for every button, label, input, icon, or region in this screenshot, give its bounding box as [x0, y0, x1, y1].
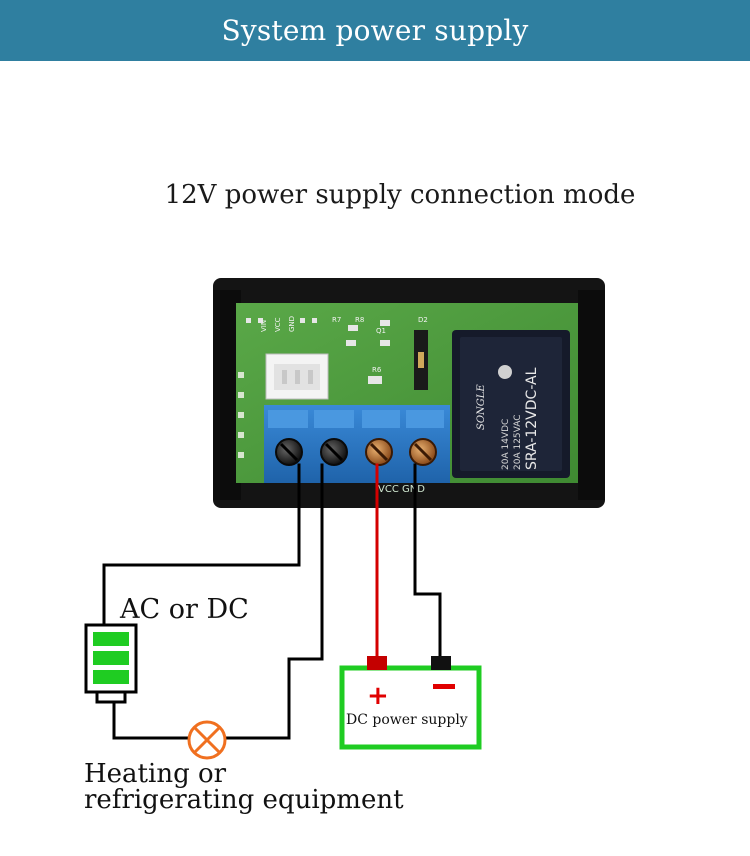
pcb-components — [246, 318, 390, 384]
wires — [102, 463, 442, 740]
component-label-r8: R8 — [355, 316, 364, 324]
plus-sign: + — [367, 681, 389, 711]
ac-dc-source-icon — [84, 623, 138, 704]
jumper-cap — [418, 352, 424, 368]
terminal-block-right — [358, 405, 450, 483]
minus-sign — [433, 684, 455, 689]
pin-label-vin: VIN — [260, 320, 268, 332]
relay-model-text: SRA-12VDC-AL — [524, 367, 540, 470]
diagram-subtitle: 12V power supply connection mode — [164, 180, 636, 210]
dc-power-supply-icon: + DC power supply — [339, 656, 482, 750]
header-title: System power supply — [221, 14, 529, 47]
housing-side-right — [578, 290, 605, 500]
dc-supply-label: DC power supply — [346, 712, 468, 728]
component-label-r6: R6 — [372, 366, 382, 374]
component-label-r7: R7 — [332, 316, 341, 324]
wire-terminal1-to-source — [102, 463, 301, 627]
pin-label-gnd: GND — [288, 316, 296, 332]
positive-terminal — [367, 656, 387, 670]
pin-label-vcc: VCC — [274, 317, 282, 332]
component-label-d2: D2 — [418, 316, 428, 324]
wire-terminal2-to-load — [224, 463, 324, 740]
pin-labels: VIN VCC GND R7 R8 Q1 D2 R6 — [260, 316, 428, 374]
relay-module: VIN VCC GND R7 R8 Q1 D2 R6 — [213, 278, 605, 508]
load-label-line1: Heating or — [84, 759, 227, 789]
led-column — [238, 372, 244, 458]
relay-brand: SONGLE — [476, 384, 487, 430]
relay: SRA-12VDC-AL 20A 14VDC 20A 125VAC SONGLE — [452, 330, 570, 478]
wire-negative — [413, 463, 442, 658]
load-lamp-icon — [187, 720, 227, 760]
negative-terminal — [431, 656, 451, 670]
white-connector — [265, 353, 329, 400]
component-label-q1: Q1 — [376, 327, 386, 335]
relay-rating-2: 20A 125VAC — [513, 414, 523, 470]
ac-dc-label: AC or DC — [119, 594, 249, 625]
wire-source-to-load — [112, 700, 191, 740]
terminal-label: VCC GND — [378, 484, 425, 495]
header-bar: System power supply — [0, 0, 750, 61]
terminal-block-left — [264, 405, 360, 483]
load-label-line2: refrigerating equipment — [84, 785, 404, 815]
relay-rating-1: 20A 14VDC — [501, 419, 511, 470]
